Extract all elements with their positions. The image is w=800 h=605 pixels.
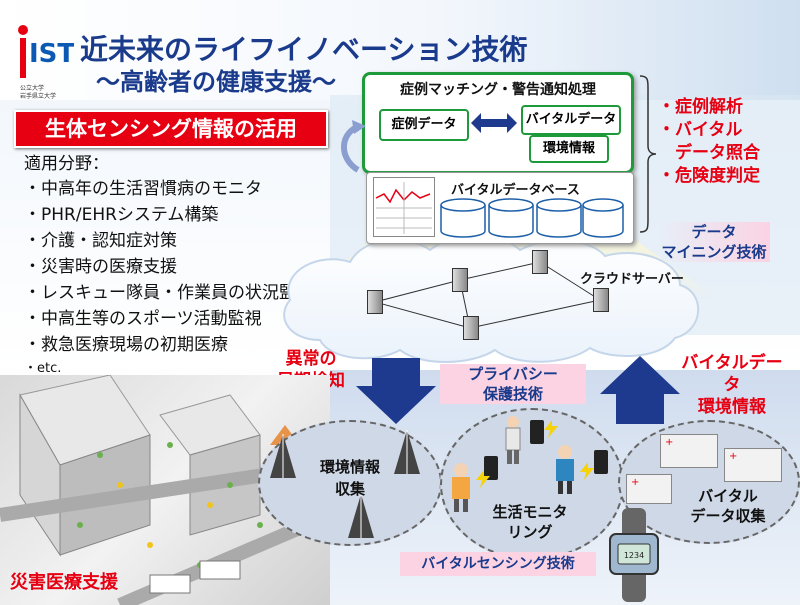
server-icon (532, 250, 548, 274)
page-title: 近未来のライフイノベーション技術 (80, 33, 528, 66)
env-collect-line: 環境情報 (319, 458, 380, 476)
analysis-list: ・症例解析 ・バイタル データ照合 ・危険度判定 (658, 96, 760, 188)
env-info-box: 環境情報 (529, 135, 609, 163)
bracket-icon (638, 74, 658, 234)
antenna-tower-icon (392, 430, 422, 474)
vital-database-label: バイタルデータベース (451, 183, 580, 198)
vital-data-box: バイタルデータ (521, 105, 621, 135)
vital-env-line: 環境情報 (698, 397, 766, 417)
elderly-person-icon (552, 444, 578, 494)
server-icon (452, 268, 468, 292)
app-item: ・中高年の生活習慣病のモニタ (24, 179, 262, 199)
elderly-person-icon (448, 462, 474, 512)
app-item: ・中高生等のスポーツ活動監視 (24, 309, 262, 329)
applications-list: 適用分野： ・中高年の生活習慣病のモニタ ・PHR/EHRシステム構築 ・介護・… (24, 152, 354, 380)
data-mining-line: データ (691, 223, 737, 241)
env-collect-line: 収集 (334, 480, 365, 498)
lightning-icon (476, 470, 490, 488)
analysis-item: データ照合 (658, 143, 760, 163)
life-monitoring-line: 生活モニタ (492, 503, 568, 521)
life-monitoring-label: 生活モニタ リング (472, 502, 588, 542)
up-arrow-icon (600, 356, 680, 424)
antenna-tower-icon (346, 494, 376, 538)
sensing-banner: 生体センシング情報の活用 (14, 110, 328, 148)
lightning-icon (544, 420, 558, 438)
cloud-server-label: クラウドサーバー (580, 272, 684, 287)
app-item: ・レスキュー隊員・作業員の状況監視 (24, 283, 313, 303)
analysis-item: ・症例解析 (658, 97, 743, 117)
page-subtitle: 〜高齢者の健康支援〜 (96, 68, 336, 96)
analysis-item: ・危険度判定 (658, 166, 760, 186)
svg-text:岩手県立大学: 岩手県立大学 (20, 92, 56, 100)
app-item: ・PHR/EHRシステム構築 (24, 205, 219, 225)
svg-text:公立大学: 公立大学 (20, 84, 44, 92)
antenna-tower-icon (268, 434, 298, 478)
server-icon (593, 288, 609, 312)
data-mining-line: マイニング技術 (661, 243, 767, 261)
smartphone-icon (530, 420, 544, 444)
database-cylinders-icon (440, 198, 624, 238)
lightning-icon (580, 462, 594, 480)
early-detection-line: 異常の (285, 349, 337, 369)
applications-heading: 適用分野： (24, 154, 109, 174)
hospital-building-icon: + (724, 448, 782, 482)
env-collect-ellipse (258, 420, 442, 546)
smartphone-icon (484, 456, 498, 480)
app-item: ・etc. (24, 361, 62, 376)
hospital-building-icon: + (626, 474, 672, 504)
hospital-building-icon: + (660, 434, 718, 468)
env-collect-label: 環境情報 収集 (300, 456, 400, 500)
vital-sensing-label: バイタルセンシング技術 (400, 552, 596, 576)
app-item: ・救急医療現場の初期医療 (24, 335, 228, 355)
smartphone-icon (594, 450, 608, 474)
disaster-support-label: 災害医療支援 (10, 572, 118, 593)
vital-collect-line: バイタル (698, 487, 758, 505)
matching-process-title: 症例マッチング・警告通知処理 (400, 82, 596, 98)
app-item: ・災害時の医療支援 (24, 257, 177, 277)
matching-process-box: 症例マッチング・警告通知処理 症例データ バイタルデータ 環境情報 (362, 72, 634, 174)
vital-collect-line: データ収集 (690, 507, 766, 525)
elderly-person-icon (502, 414, 524, 464)
ist-logo: IST 公立大学 岩手県立大学 (14, 22, 75, 102)
case-data-box: 症例データ (379, 109, 469, 141)
server-icon (367, 290, 383, 314)
server-icon (463, 316, 479, 340)
vital-collect-label: バイタル データ収集 (668, 486, 788, 526)
app-item: ・介護・認知症対策 (24, 231, 177, 251)
privacy-line: プライバシー (468, 365, 558, 383)
data-mining-label: データ マイニング技術 (658, 222, 770, 262)
vital-env-label: バイタルデータ 環境情報 (676, 352, 788, 418)
vital-database-box: バイタルデータベース (366, 172, 634, 244)
chart-thumbnail (373, 177, 435, 237)
analysis-item: ・バイタル (658, 120, 743, 140)
life-monitoring-line: リング (507, 523, 553, 541)
wristwatch-sensor-icon: 1234 (602, 508, 666, 602)
down-arrow-icon (356, 358, 436, 424)
cycle-arrow-icon (330, 118, 366, 178)
vital-env-line: バイタルデータ (681, 353, 783, 395)
svg-text:IST: IST (29, 39, 74, 69)
privacy-line: 保護技術 (482, 385, 543, 403)
privacy-label: プライバシー 保護技術 (440, 364, 586, 404)
svg-text:1234: 1234 (624, 551, 644, 560)
bidirectional-arrow-icon (471, 111, 517, 135)
